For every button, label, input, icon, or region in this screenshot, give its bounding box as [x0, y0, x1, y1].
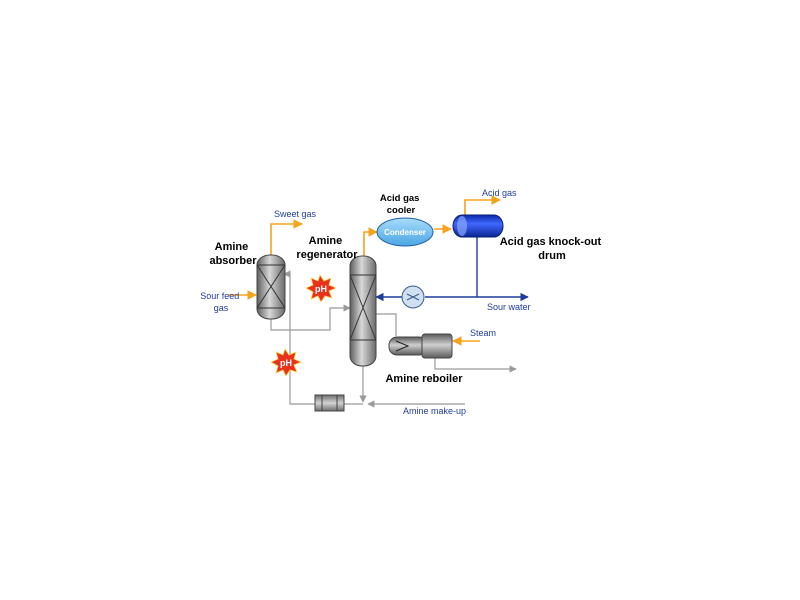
amine-makeup-label: Amine make-up — [403, 406, 466, 416]
reboiler-outlet-line — [434, 355, 517, 373]
ph-marker-bottom-label: pH — [280, 358, 292, 368]
acid-gas-knockout-drum — [452, 214, 504, 238]
ph-marker-top: pH — [305, 274, 338, 303]
regenerator-to-reboiler-line — [376, 313, 397, 336]
ph-marker-top-label: pH — [315, 284, 327, 294]
lean-amine-return-line — [283, 270, 315, 405]
amine-absorber-label: Amine absorber — [209, 241, 257, 267]
sour-feed-gas-label: Sour feed gas — [200, 291, 242, 313]
amine-reboiler-label: Amine reboiler — [385, 373, 463, 385]
sour-water-label: Sour water — [487, 302, 531, 312]
condenser-label: Condenser — [384, 228, 426, 237]
amine-reboiler — [388, 333, 453, 359]
ph-marker-bottom: pH — [270, 348, 303, 377]
condenser: Condenser — [376, 217, 434, 247]
sweet-gas-label: Sweet gas — [274, 209, 317, 219]
acid-gas-cooler-label: Acid gas cooler — [380, 193, 422, 216]
amine-regenerator-label: Amine regenerator — [296, 235, 358, 261]
sweet-gas-line — [270, 219, 303, 258]
amine-regenerator-vessel — [349, 255, 377, 367]
steam-label: Steam — [470, 328, 496, 338]
acid-gas-knockout-drum-label: Acid gas knock-out drum — [500, 236, 605, 262]
regenerator-overhead-line — [363, 227, 378, 258]
lean-amine-cooler — [314, 394, 345, 412]
rich-amine-line — [270, 304, 351, 331]
reflux-pump — [401, 285, 425, 309]
amine-absorber-vessel — [256, 254, 286, 320]
acid-gas-line — [464, 195, 501, 215]
acid-gas-label: Acid gas — [482, 188, 517, 198]
